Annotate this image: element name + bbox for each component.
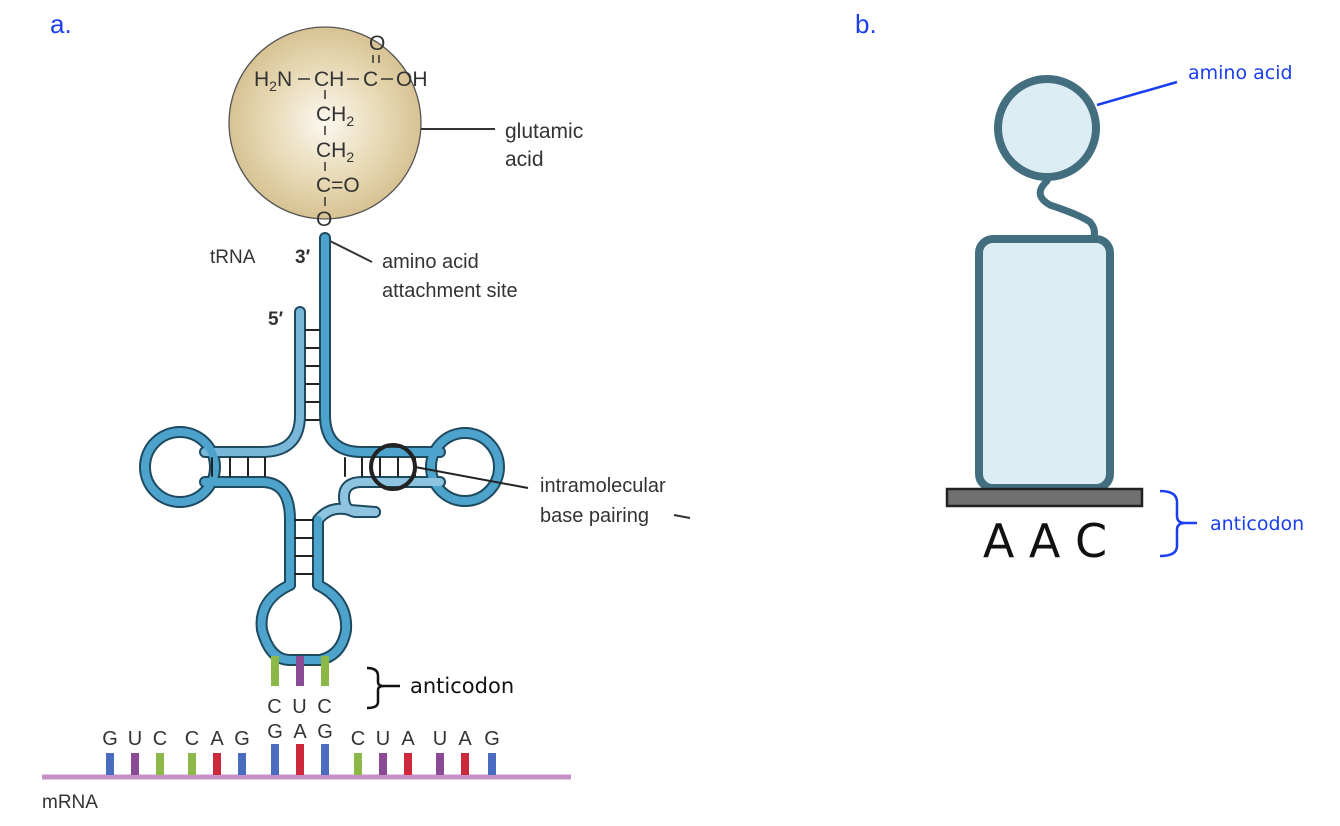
mrna-base-10: C	[351, 728, 365, 750]
anticodon-bar-1	[271, 656, 279, 686]
carboxyl-carbon: C	[363, 68, 378, 91]
anticodon-base-1: C	[267, 696, 282, 718]
ester-oxygen: O	[316, 208, 332, 231]
base-pairing-leader-line	[414, 466, 529, 489]
glutamic-acid-label-2: acid	[505, 148, 544, 171]
alpha-carbon: CH	[314, 68, 344, 91]
linker-tail	[1036, 177, 1098, 244]
anticodon-base-2: U	[292, 696, 307, 718]
mrna-base-bar-3	[156, 753, 164, 775]
mrna-base-bar-12	[404, 753, 412, 775]
anticodon-bar	[945, 487, 1144, 508]
mrna-base-13: U	[433, 728, 447, 750]
c-double-o: C=O	[316, 174, 360, 197]
anticodon-label-a: anticodon	[410, 674, 514, 698]
mrna-base-9: G	[317, 721, 333, 743]
trna-label: tRNA	[210, 247, 256, 268]
trna-body	[975, 235, 1114, 492]
five-prime-label: 5′	[268, 309, 284, 330]
three-prime-label: 3′	[295, 247, 311, 268]
mrna-base-bar-10	[354, 753, 362, 775]
anticodon-label-b: anticodon	[1210, 513, 1304, 535]
attachment-label-1: amino acid	[382, 251, 479, 273]
amino-acid-circle	[994, 75, 1100, 181]
mrna-base-bar-4	[188, 753, 196, 775]
anticodon-bar-3	[321, 656, 329, 686]
mrna-base-7: G	[267, 721, 283, 743]
mrna-base-11: U	[376, 728, 390, 750]
base-pairing-label-1: intramolecular	[540, 475, 666, 497]
mrna-base-4: C	[185, 728, 199, 750]
mrna-base-bar-2	[131, 753, 139, 775]
base-pairing-label-2: base pairing	[540, 505, 649, 527]
glutamic-acid-formula: O H2N CH C OH CH2 CH2 C=O O	[254, 32, 428, 231]
mrna-base-bar-13	[436, 753, 444, 775]
attachment-label-2: attachment site	[382, 280, 518, 302]
mrna-base-bar-11	[379, 753, 387, 775]
mrna-base-bar-9	[321, 744, 329, 775]
anticodon-bar-2	[296, 656, 304, 686]
mrna-base-1: G	[102, 728, 118, 750]
mrna-base-bar-7	[271, 744, 279, 775]
anticodon-bracket-b	[1159, 489, 1186, 558]
amino-acid-label-b: amino acid	[1188, 62, 1293, 84]
mrna-base-8: A	[293, 721, 307, 743]
mrna-base-2: U	[128, 728, 142, 750]
trna-molecule	[139, 232, 505, 666]
panel-a-label: a.	[50, 9, 72, 39]
mrna-base-bar-14	[461, 753, 469, 775]
attachment-leader-line	[327, 239, 373, 263]
mrna-base-bar-15	[488, 753, 496, 775]
mrna-base-6: G	[234, 728, 250, 750]
mrna-base-14: A	[458, 728, 472, 750]
carbonyl-oxygen: O	[369, 32, 385, 55]
amino-acid-leader-line	[1096, 80, 1178, 107]
mrna-base-15: G	[484, 728, 500, 750]
mrna-base-bar-1	[106, 753, 114, 775]
panel-b-label: b.	[855, 9, 877, 39]
glutamic-acid-label-1: glutamic	[505, 120, 583, 143]
base-pairing-dash	[673, 514, 691, 519]
mrna-base-bar-8	[296, 744, 304, 775]
anticodon-sequence: A A C	[983, 514, 1107, 568]
mrna-base-bar-5	[213, 753, 221, 775]
mrna-base-12: A	[401, 728, 415, 750]
amino-acid-sphere	[228, 26, 422, 220]
mrna-base-bar-6	[238, 753, 246, 775]
hydroxyl: OH	[396, 68, 428, 91]
mrna-base-5: A	[210, 728, 224, 750]
anticodon-bracket	[366, 666, 385, 710]
mrna-label: mRNA	[42, 792, 98, 813]
mrna-base-3: C	[153, 728, 167, 750]
anticodon-base-3: C	[317, 696, 332, 718]
